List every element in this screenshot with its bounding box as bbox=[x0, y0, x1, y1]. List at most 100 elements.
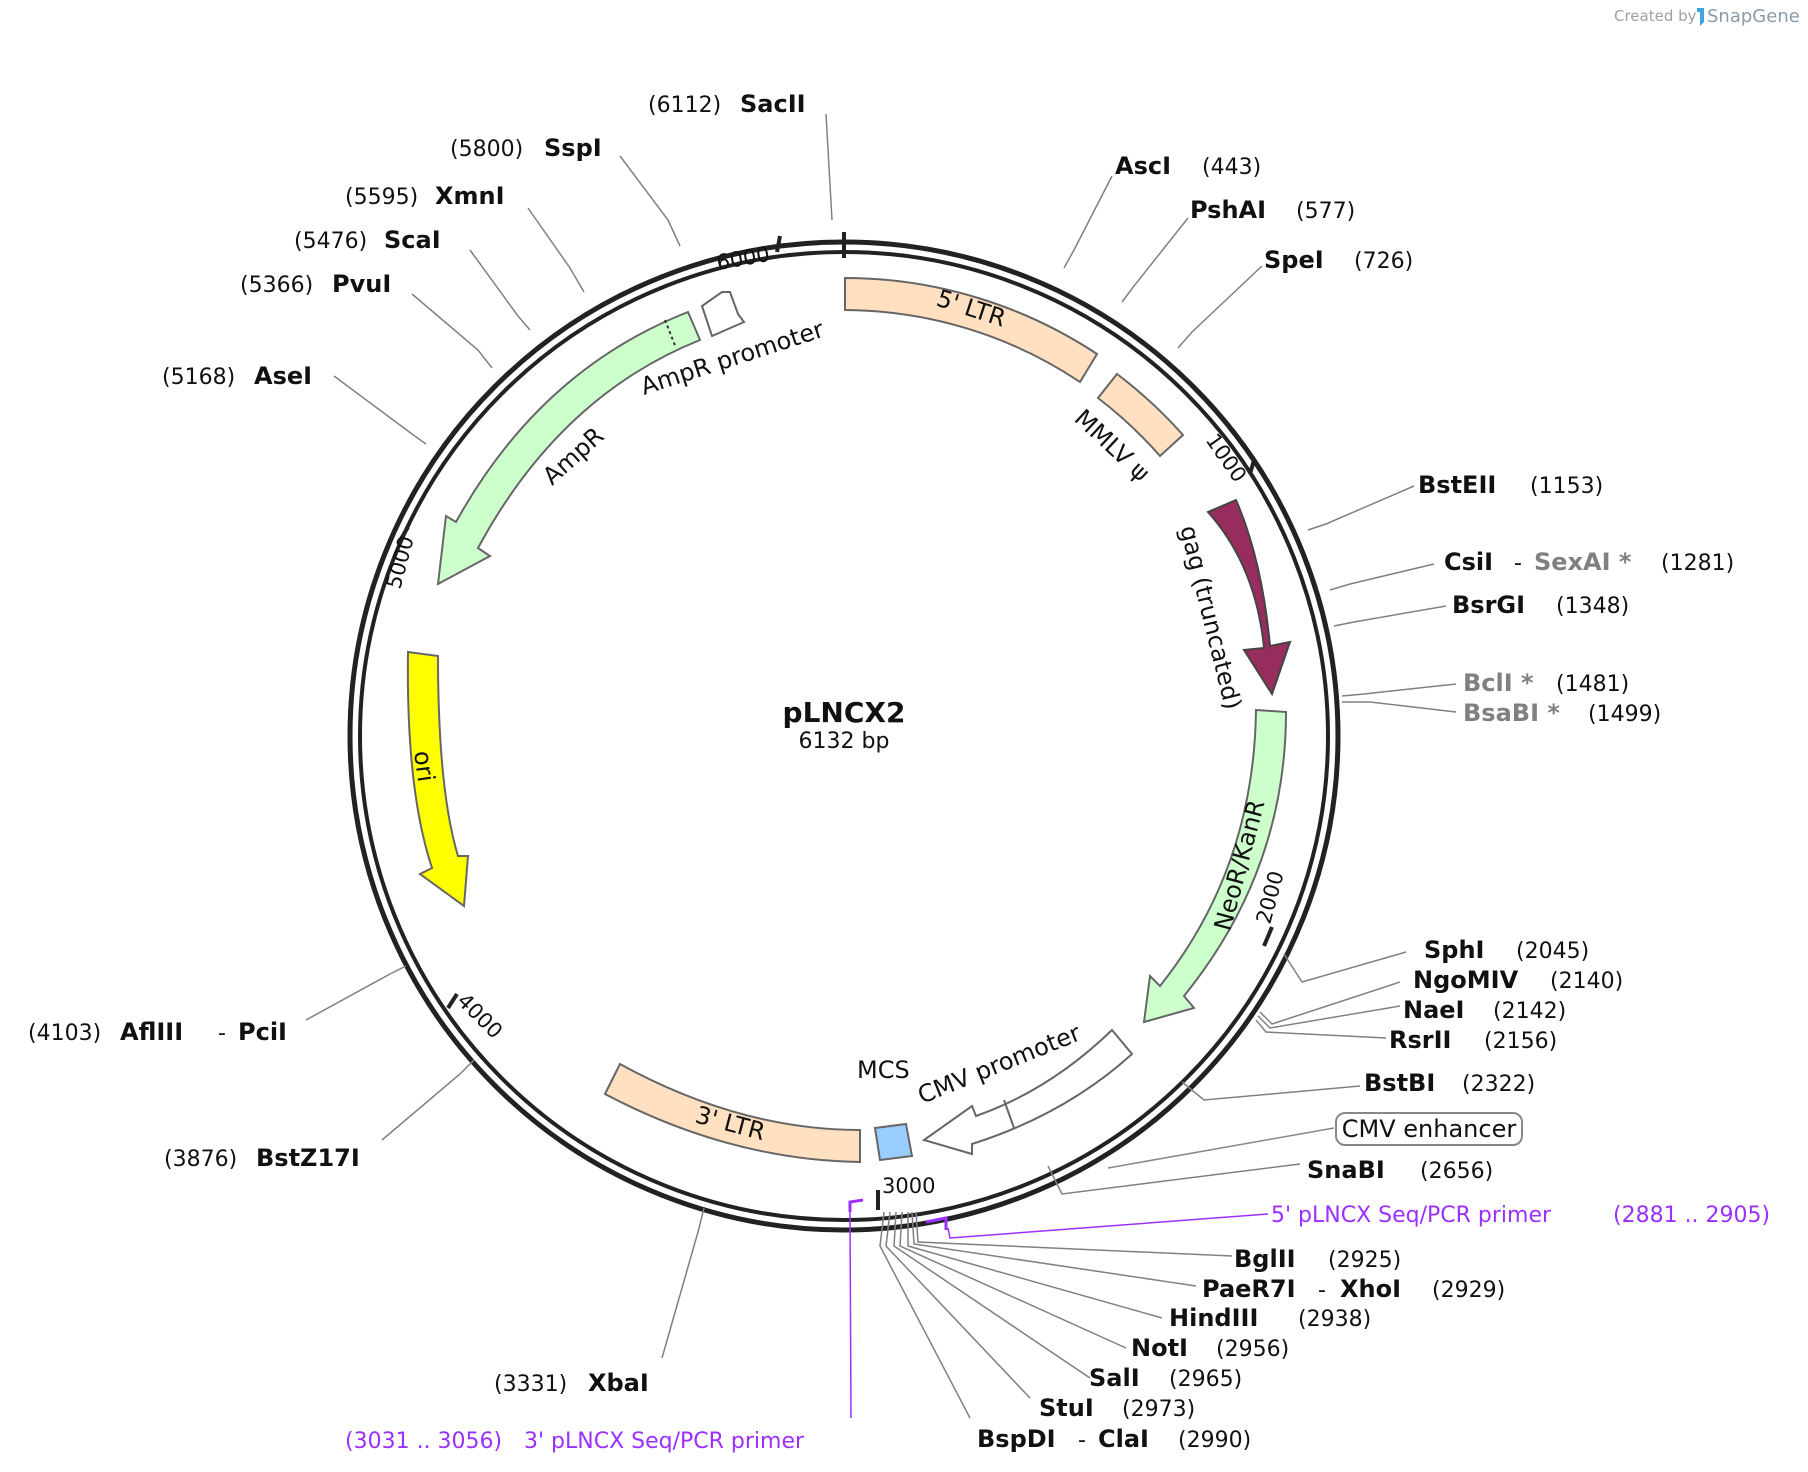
primer-fwd[interactable]: 5' pLNCX Seq/PCR primer (2881 .. 2905) bbox=[925, 1203, 1770, 1239]
site-xmnI[interactable]: (5595) XmnI bbox=[345, 182, 505, 210]
site-hindIII[interactable]: HindIII (2938) bbox=[1169, 1304, 1371, 1332]
site-bspDI[interactable]: BspDI - ClaI (2990) bbox=[977, 1425, 1251, 1453]
feature-cmv-promoter[interactable]: CMV promoter bbox=[914, 1019, 1134, 1156]
site-bglII[interactable]: BglII (2925) bbox=[1234, 1245, 1401, 1273]
leader-hindIII bbox=[907, 1212, 1163, 1319]
site-speI-name: SpeI bbox=[1264, 246, 1324, 274]
site-scaI-pos: (5476) bbox=[294, 229, 367, 254]
credit-prefix: Created by bbox=[1614, 7, 1697, 25]
site-paeR7I-name: PaeR7I bbox=[1202, 1275, 1296, 1303]
leader-aflIII bbox=[305, 965, 407, 1021]
site-naeI[interactable]: NaeI (2142) bbox=[1403, 996, 1566, 1024]
cmv-enhancer-box bbox=[1335, 1112, 1523, 1146]
leader-speI bbox=[1177, 265, 1263, 349]
site-sacII[interactable]: (6112) SacII bbox=[648, 90, 806, 118]
site-stuI[interactable]: StuI (2973) bbox=[1039, 1394, 1195, 1422]
cmv-enhancer-leader bbox=[1107, 1127, 1335, 1169]
site-pshAI-pos: (577) bbox=[1296, 199, 1355, 224]
site-sphI-name: SphI bbox=[1424, 936, 1484, 964]
site-bstEII-pos: (1153) bbox=[1530, 474, 1603, 499]
feature-ampr-shape bbox=[436, 310, 702, 586]
site-bsaBI[interactable]: BsaBI * (1499) bbox=[1463, 699, 1661, 727]
feature-3-ltr[interactable]: 3' LTR bbox=[603, 1062, 861, 1164]
site-bclI[interactable]: BclI * (1481) bbox=[1463, 669, 1629, 697]
site-speI[interactable]: SpeI (726) bbox=[1264, 246, 1413, 274]
site-aflIII[interactable]: (4103) AflIII - PciI bbox=[28, 1018, 287, 1046]
site-bspDI-name: BspDI bbox=[977, 1425, 1056, 1453]
feature-mcs[interactable]: MCS bbox=[857, 1056, 914, 1162]
site-csiI-pos: (1281) bbox=[1661, 551, 1734, 576]
tick-label-6000: 6000 bbox=[715, 242, 772, 275]
primer-fwd-arrow bbox=[925, 1216, 948, 1230]
site-sspI[interactable]: (5800) SspI bbox=[450, 134, 602, 162]
snapgene-credit[interactable]: Created by SnapGene bbox=[1614, 6, 1800, 27]
site-ascI[interactable]: AscI (443) bbox=[1115, 152, 1261, 180]
site-csiI-name: CsiI bbox=[1444, 548, 1493, 576]
tick-6000 bbox=[775, 235, 782, 253]
site-snaBI[interactable]: SnaBI (2656) bbox=[1307, 1156, 1493, 1184]
leader-bsrGI bbox=[1333, 605, 1447, 627]
site-sexAI-name: SexAI * bbox=[1534, 548, 1632, 576]
site-bglII-pos: (2925) bbox=[1328, 1248, 1401, 1273]
site-sphI[interactable]: SphI (2045) bbox=[1424, 936, 1589, 964]
feature-mmlv-psi[interactable]: MMLV ψ bbox=[1069, 372, 1185, 487]
site-aseI[interactable]: (5168) AseI bbox=[162, 362, 312, 390]
site-bstBI[interactable]: BstBI (2322) bbox=[1364, 1069, 1535, 1097]
cmv-enhancer-boundary bbox=[1003, 1099, 1015, 1129]
feature-neor-kanr-shape bbox=[1142, 708, 1288, 1024]
tick-label-4000: 4000 bbox=[452, 989, 507, 1044]
site-xbaI[interactable]: (3331) XbaI bbox=[494, 1369, 649, 1397]
site-csiI[interactable]: CsiI - SexAI * (1281) bbox=[1444, 548, 1734, 576]
tick-label-3000: 3000 bbox=[882, 1174, 935, 1198]
site-paeR7I[interactable]: PaeR7I - XhoI (2929) bbox=[1202, 1275, 1505, 1303]
site-rsrII[interactable]: RsrII (2156) bbox=[1389, 1026, 1557, 1054]
site-paeR7I-sep: - bbox=[1318, 1278, 1326, 1303]
tick-2000 bbox=[1262, 926, 1274, 947]
feature-gag-truncated-shape bbox=[1206, 498, 1292, 697]
cmv-enhancer-callout[interactable]: CMV enhancer bbox=[1107, 1112, 1523, 1169]
site-bspDI-sep: - bbox=[1078, 1428, 1086, 1453]
leader-bspDI bbox=[879, 1211, 971, 1419]
site-xmnI-pos: (5595) bbox=[345, 185, 418, 210]
site-pshAI[interactable]: PshAI (577) bbox=[1190, 196, 1355, 224]
feature-ori[interactable]: ori bbox=[406, 650, 470, 908]
site-rsrII-pos: (2156) bbox=[1484, 1029, 1557, 1054]
site-bstEII[interactable]: BstEII (1153) bbox=[1418, 471, 1603, 499]
site-notI[interactable]: NotI (2956) bbox=[1131, 1334, 1289, 1362]
site-speI-pos: (726) bbox=[1354, 249, 1413, 274]
primer-rev[interactable]: (3031 .. 3056) 3' pLNCX Seq/PCR primer bbox=[345, 1198, 864, 1454]
leader-stuI bbox=[885, 1211, 1031, 1399]
feature-gag-truncated[interactable]: gag (truncated) bbox=[1174, 498, 1292, 712]
site-stuI-pos: (2973) bbox=[1122, 1397, 1195, 1422]
tick-4000 bbox=[446, 992, 459, 1010]
plasmid-length: 6132 bp bbox=[799, 729, 890, 754]
leader-bsaBI bbox=[1342, 701, 1457, 713]
site-hindIII-pos: (2938) bbox=[1298, 1307, 1371, 1332]
site-bstZ17I[interactable]: (3876) BstZ17I bbox=[164, 1144, 360, 1172]
leader-sacII bbox=[825, 113, 833, 221]
feature-ampr[interactable]: AmpR bbox=[436, 310, 702, 586]
site-scaI[interactable]: (5476) ScaI bbox=[294, 226, 441, 254]
site-naeI-pos: (2142) bbox=[1493, 999, 1566, 1024]
site-notI-name: NotI bbox=[1131, 1334, 1188, 1362]
feature-ampr-promoter-shape bbox=[700, 291, 746, 338]
site-bglII-name: BglII bbox=[1234, 1245, 1296, 1273]
feature-3-ltr-shape bbox=[603, 1062, 861, 1164]
site-snaBI-name: SnaBI bbox=[1307, 1156, 1385, 1184]
site-salI[interactable]: SalI (2965) bbox=[1089, 1364, 1242, 1392]
site-pvuI-name: PvuI bbox=[332, 270, 391, 298]
site-salI-pos: (2965) bbox=[1169, 1367, 1242, 1392]
site-pciI-name: PciI bbox=[238, 1018, 287, 1046]
site-bsaBI-name: BsaBI * bbox=[1463, 699, 1560, 727]
site-sacII-pos: (6112) bbox=[648, 93, 721, 118]
site-pvuI-pos: (5366) bbox=[240, 273, 313, 298]
feature-5-ltr-shape bbox=[844, 276, 1099, 384]
site-bstBI-name: BstBI bbox=[1364, 1069, 1435, 1097]
site-bsrGI[interactable]: BsrGI (1348) bbox=[1452, 591, 1629, 619]
leader-sspI bbox=[619, 155, 681, 247]
site-stuI-name: StuI bbox=[1039, 1394, 1094, 1422]
site-ngoMIV[interactable]: NgoMIV (2140) bbox=[1413, 966, 1623, 994]
primer-rev-arrow bbox=[848, 1198, 864, 1212]
site-aflIII-name: AflIII bbox=[120, 1018, 183, 1046]
site-pvuI[interactable]: (5366) PvuI bbox=[240, 270, 391, 298]
